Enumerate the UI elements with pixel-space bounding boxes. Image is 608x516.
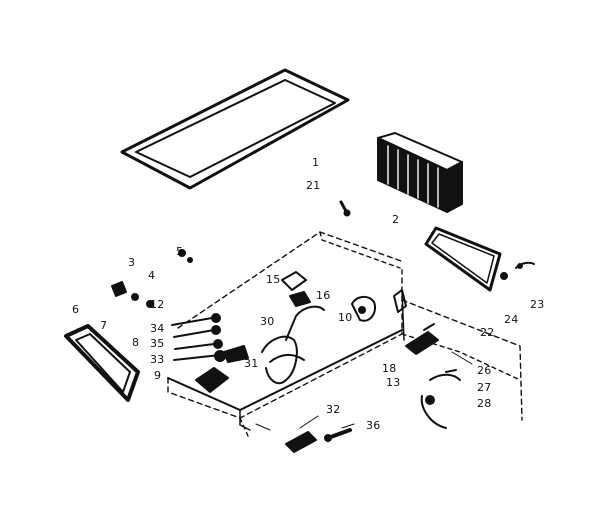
callout-3: 3 [128,256,136,269]
callout-27: 27 [477,381,492,394]
frame-part-7 [64,324,140,402]
hinge-bracket-parts-13-18 [405,323,439,355]
callout-16: 16 [316,289,331,302]
callout-36: 36 [366,419,381,432]
callout-4: 4 [148,269,156,282]
hinge-parts-23-24 [500,261,535,280]
callout-1: 1 [312,156,320,169]
callout-30: 30 [260,315,275,328]
lid-gasket-part-1 [120,68,350,190]
callout-26: 26 [477,364,492,377]
callout-28: 28 [477,397,492,410]
callout-32: 32 [326,403,341,416]
callout-9: 9 [154,369,162,382]
screw-part-21 [339,200,351,217]
callout-5: 5 [176,245,184,258]
side-panel-part-22 [424,226,502,292]
screw-part-36 [324,428,352,442]
callout-33: 33 [150,353,165,366]
thermostat-parts-15-16 [281,271,311,307]
callout-24: 24 [504,313,519,326]
callout-15: 15 [266,273,281,286]
callout-31: 31 [244,357,259,370]
cabinet-body [167,231,523,437]
callout-35: 35 [150,337,165,350]
hardware-left [111,249,193,308]
wiring-part-30 [261,305,325,385]
callout-10: 10 [338,311,353,324]
drain-parts-26-28 [420,369,461,429]
callout-12: 12 [150,298,165,311]
callout-23: 23 [530,298,545,311]
callout-21: 21 [306,179,321,192]
callout-7: 7 [100,319,108,332]
basket-part-2 [377,132,463,213]
leader-lines [255,351,473,431]
callout-6: 6 [72,303,80,316]
callout-18: 18 [382,362,397,375]
leveler-part-32 [285,431,317,453]
callout-22: 22 [480,326,495,339]
callout-8: 8 [132,336,140,349]
bracket-part-10 [351,289,407,322]
callout-2: 2 [392,213,400,226]
washer-stack-parts-33-35 [171,313,249,363]
control-part-31 [195,367,229,393]
callout-13: 13 [386,376,401,389]
callout-34: 34 [150,322,165,335]
